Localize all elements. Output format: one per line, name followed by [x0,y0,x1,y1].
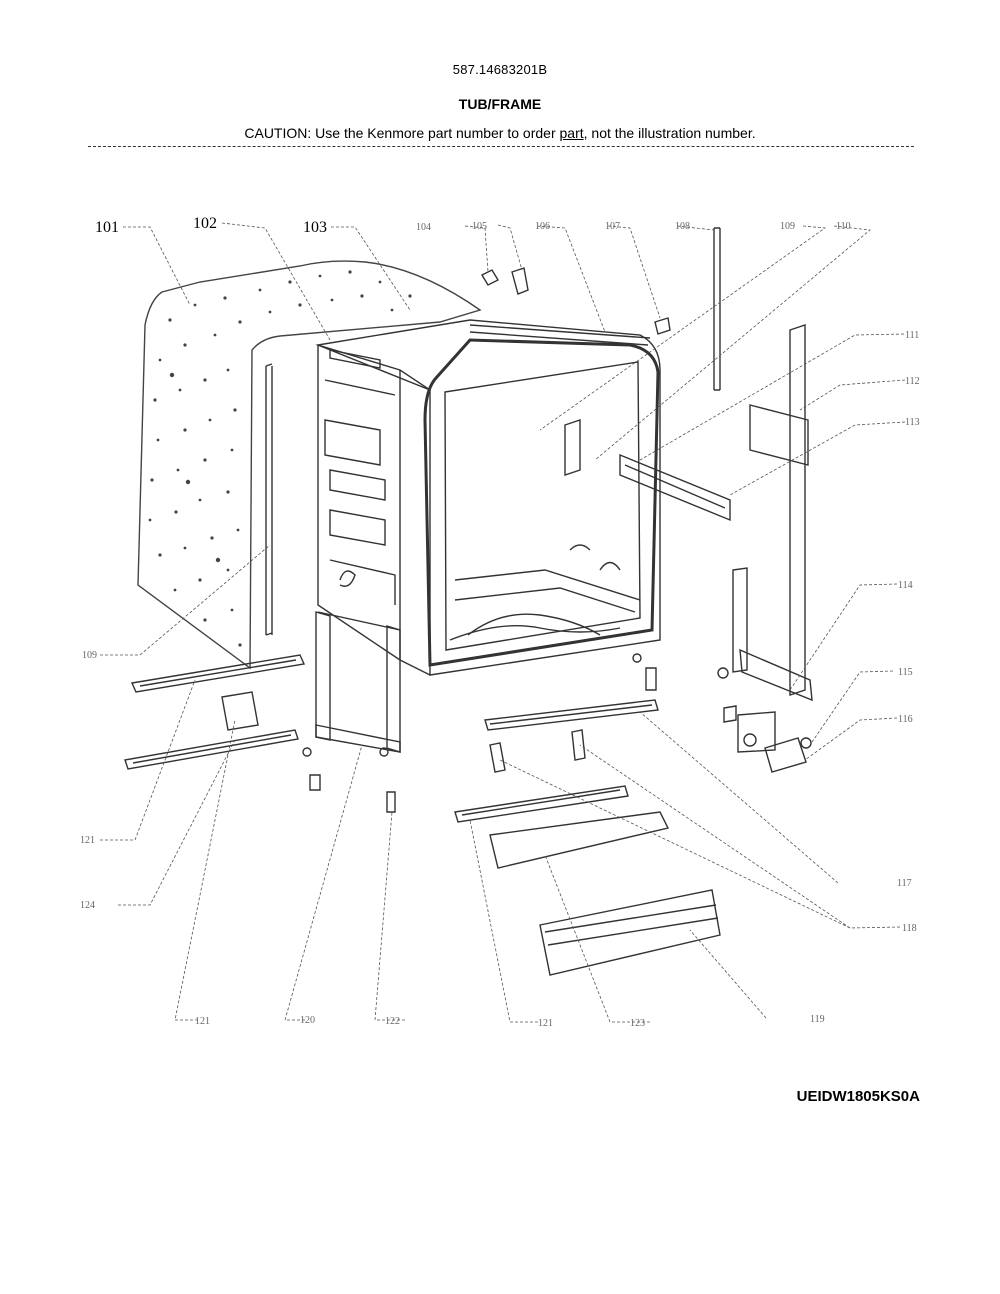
callout-102: 102 [193,215,217,232]
callout-109: 109 [780,221,795,232]
left-side-strip [265,363,273,636]
caution-suffix: , not the illustration number. [583,125,756,141]
top-clips [481,267,671,335]
callout-114: 114 [898,580,913,591]
callout-111: 111 [905,330,919,341]
callout-120: 120 [300,1015,315,1026]
right-side-rail [619,324,809,696]
insulation-blanket [137,260,482,670]
callout-105: 105 [472,221,487,232]
caution-link[interactable]: part [559,125,584,141]
section-title: TUB/FRAME [458,96,542,112]
callout-106: 106 [535,221,550,232]
header-divider [88,146,914,147]
callout-122: 122 [385,1016,400,1027]
leader-lines [100,222,906,1023]
caution-text: CAUTION: Use the Kenmore part number to … [0,125,1000,141]
callout-107: 107 [605,221,620,232]
callout-108: 108 [675,221,690,232]
callout-117: 117 [897,878,912,889]
callout-121-left: 121 [80,835,95,846]
toe-kick-panels [489,811,721,976]
tub-body [315,319,661,676]
callout-116: 116 [898,714,913,725]
right-rails [454,699,659,823]
leveling-bracket [717,567,813,773]
callout-119: 119 [810,1014,825,1025]
callout-112: 112 [905,376,920,387]
callout-113: 113 [905,417,920,428]
left-front-frame [302,611,657,813]
callout-101: 101 [95,219,119,236]
caution-prefix: CAUTION: Use the Kenmore part number to … [244,125,560,141]
callout-115: 115 [898,667,913,678]
callout-124: 124 [80,900,95,911]
diagram-code: UEIDW1805KS0A [796,1088,920,1105]
callout-104: 104 [416,222,431,233]
callout-118: 118 [902,923,917,934]
callout-123: 123 [630,1018,645,1029]
callout-121-bottom-left: 121 [195,1016,210,1027]
vertical-rod [713,227,721,391]
callout-110: 110 [836,221,851,232]
callout-121-bottom-right: 121 [538,1018,553,1029]
left-rails [124,654,306,770]
callout-109-left: 109 [82,650,97,661]
callout-103: 103 [303,219,327,236]
model-number: 587.14683201B [452,62,548,77]
callout-labels: 101 102 103 104 105 106 107 108 109 110 … [80,215,920,1029]
